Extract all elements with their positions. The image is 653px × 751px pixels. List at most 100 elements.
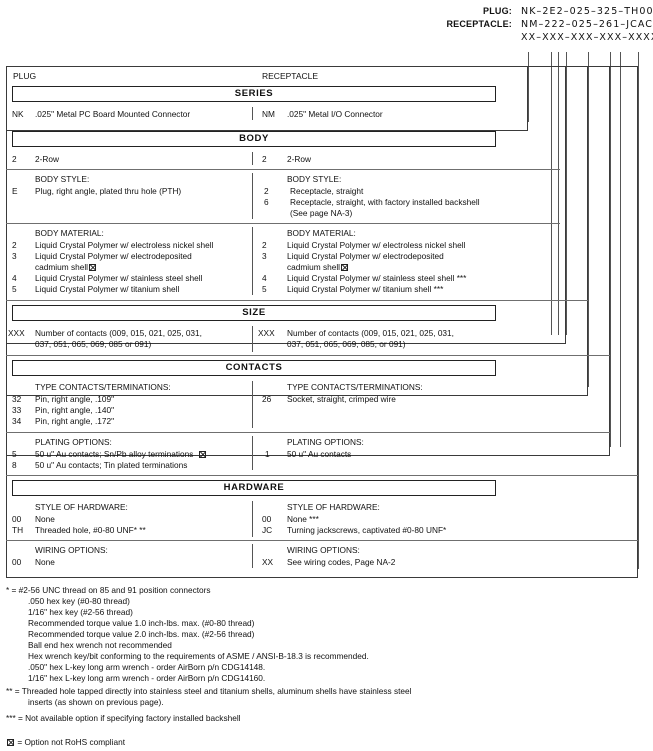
tick-plating	[620, 52, 621, 58]
dropline-body-material	[566, 57, 567, 335]
plating-left-caption: PLATING OPTIONS:	[35, 437, 112, 447]
bm-right-code-4: 4	[262, 273, 267, 283]
dropline-body-style	[558, 57, 559, 335]
bm-right-code-3: 3	[262, 251, 267, 261]
dropline-contact-type	[610, 57, 611, 447]
bm-left-desc-2: Liquid Crystal Polymer w/ electroless ni…	[35, 240, 214, 250]
plating-rule	[6, 475, 638, 476]
body-style-left-desc: Plug, right angle, plated thru hole (PTH…	[35, 186, 182, 196]
tick-row	[551, 52, 552, 58]
body-material-right-caption: BODY MATERIAL:	[287, 228, 356, 238]
plating-right-caption: PLATING OPTIONS:	[287, 437, 364, 447]
bm-right-desc-2: Liquid Crystal Polymer w/ electroless ni…	[287, 240, 466, 250]
bm-right-desc-4: Liquid Crystal Polymer w/ stainless stee…	[287, 273, 467, 283]
bm-right-code-5: 5	[262, 284, 267, 294]
body-material-left-caption: BODY MATERIAL:	[35, 228, 104, 238]
bm-right-desc-3: Liquid Crystal Polymer w/ electrodeposit…	[287, 251, 444, 261]
footnote-star-line-7: .050" hex L-key long arm wrench - order …	[28, 662, 266, 672]
section-title-size: SIZE	[12, 305, 496, 321]
hw-right-desc-00: None ***	[287, 514, 319, 524]
ct-left-desc-32: Pin, right angle, .109"	[35, 394, 115, 404]
wr-left-desc-00: None	[35, 557, 55, 567]
pl-right-desc-1: 50 u" Au contacts	[287, 449, 352, 459]
bm-right-desc-5: Liquid Crystal Polymer w/ titanium shell…	[287, 284, 444, 294]
bm-left-desc-3b: cadmium shell	[35, 262, 97, 272]
series-right-desc: .025" Metal I/O Connector	[287, 109, 383, 119]
body-style-right-code-2: 2	[264, 186, 269, 196]
body-row-divider	[252, 152, 253, 165]
plating-divider	[252, 436, 253, 470]
body-row-left-desc: 2-Row	[35, 154, 59, 164]
connector-drop-lines	[0, 57, 653, 657]
body-row-right-code: 2	[262, 154, 267, 164]
plug-part-number: NK–2E2–025–325–TH00	[521, 6, 653, 17]
receptacle-part-number: NM–222–025–261–JCAC	[521, 19, 653, 30]
dropline-size	[588, 57, 589, 387]
pl-left-desc-5: 50 u" Au contacts; Sn/Pb alloy terminati…	[35, 449, 207, 459]
footnote-double-star: ** = Threaded hole tapped directly into …	[6, 686, 412, 696]
plug-label: PLUG:	[483, 6, 512, 16]
part-number-header: PLUG: NK–2E2–025–325–TH00 RECEPTACLE: NM…	[0, 6, 653, 45]
footnote-star-line-5: Ball end hex wrench not recommended	[28, 640, 172, 650]
tick-hardware	[638, 52, 639, 58]
bm-left-code-2: 2	[12, 240, 17, 250]
size-rule	[6, 355, 610, 356]
bm-left-code-3: 3	[12, 251, 17, 261]
column-header-receptacle: RECEPTACLE	[262, 71, 319, 81]
section-title-hardware: HARDWARE	[12, 480, 496, 496]
series-left-code: NK	[12, 109, 24, 119]
footnote-star-line-4: Recommended torque value 2.0 inch-lbs. m…	[28, 629, 255, 639]
contacts-type-rule	[6, 432, 610, 433]
body-style-left-code: E	[12, 186, 18, 196]
hw-left-code-th: TH	[12, 525, 24, 535]
bm-left-desc-3: Liquid Crystal Polymer w/ electrodeposit…	[35, 251, 192, 261]
part-number-mask: XX–XXX–XXX–XXX–XXXX	[521, 32, 653, 43]
ct-right-desc-26: Socket, straight, crimped wire	[287, 394, 396, 404]
ct-left-code-33: 33	[12, 405, 22, 415]
hardware-style-rule	[6, 540, 638, 541]
wr-right-code-xx: XX	[262, 557, 274, 567]
body-style-right-desc-2: Receptacle, straight	[290, 186, 364, 196]
part-number-mask-row: XX–XXX–XXX–XXX–XXXX	[0, 32, 653, 45]
bm-left-desc-3b-text: cadmium shell	[35, 262, 89, 272]
size-divider	[252, 326, 253, 352]
pl-left-desc-5-text: 50 u" Au contacts; Sn/Pb alloy terminati…	[35, 449, 194, 459]
hw-right-code-jc: JC	[262, 525, 273, 535]
bm-left-code-4: 4	[12, 273, 17, 283]
footnote-rohs: = Option not RoHS compliant	[6, 737, 125, 747]
column-header-plug: PLUG	[13, 71, 37, 81]
ct-left-desc-34: Pin, right angle, .172"	[35, 416, 115, 426]
size-left-code: XXX	[8, 328, 25, 338]
body-style-rule	[6, 223, 560, 224]
footnote-star-line-1: .050 hex key (#0-80 thread)	[28, 596, 130, 606]
body-style-divider	[252, 173, 253, 219]
body-style-right-desc-6: Receptacle, straight, with factory insta…	[290, 197, 480, 207]
series-right-code: NM	[262, 109, 275, 119]
tick-contact-type	[610, 52, 611, 58]
bm-right-desc-3b: cadmium shell	[287, 262, 349, 272]
dropline-hardware	[638, 57, 639, 569]
bm-left-code-5: 5	[12, 284, 17, 294]
hw-left-code-00: 00	[12, 514, 22, 524]
series-divider	[252, 107, 253, 120]
footnote-star-line-8: 1/16" hex L-key long arm wrench - order …	[28, 673, 266, 683]
body-row-right-desc: 2-Row	[287, 154, 311, 164]
wr-left-code-00: 00	[12, 557, 22, 567]
body-style-right-code-6: 6	[264, 197, 269, 207]
footnote-star-line-2: 1/16" hex key (#2-56 thread)	[28, 607, 133, 617]
hw-right-caption: STYLE OF HARDWARE:	[287, 502, 380, 512]
ct-left-code-32: 32	[12, 394, 22, 404]
body-style-left-caption: BODY STYLE:	[35, 174, 90, 184]
pl-left-code-8: 8	[12, 460, 17, 470]
bm-right-code-2: 2	[262, 240, 267, 250]
rohs-noncompliant-icon	[341, 264, 349, 271]
contacts-type-divider	[252, 381, 253, 428]
receptacle-label: RECEPTACLE:	[446, 19, 512, 29]
hw-right-desc-jc: Turning jackscrews, captivated #0-80 UNF…	[287, 525, 447, 535]
size-left-desc-2: 037, 051, 065, 069, 085 or 091)	[35, 339, 152, 349]
hw-left-desc-00: None	[35, 514, 55, 524]
ct-left-desc-33: Pin, right angle, .140"	[35, 405, 115, 415]
contacts-left-caption: TYPE CONTACTS/TERMINATIONS:	[35, 382, 171, 392]
tick-size	[588, 52, 589, 58]
footnote-triple-star: *** = Not available option if specifying…	[6, 713, 241, 723]
